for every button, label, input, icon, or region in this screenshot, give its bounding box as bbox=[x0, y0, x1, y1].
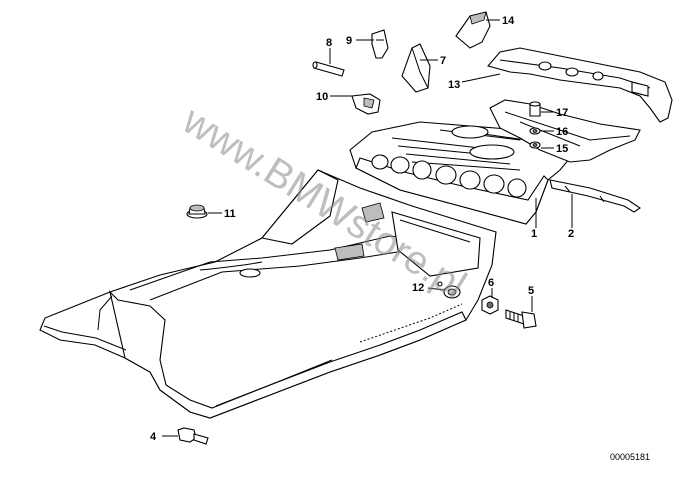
l-bracket bbox=[401, 43, 431, 93]
leader-lines bbox=[162, 19, 573, 437]
callout-2: 2 bbox=[568, 228, 574, 240]
callout-labels: 1 2 4 5 6 7 8 9 10 11 12 13 14 15 16 17 bbox=[150, 15, 574, 443]
callout-15: 15 bbox=[556, 143, 568, 155]
callout-9: 9 bbox=[346, 35, 352, 47]
callout-14: 14 bbox=[502, 15, 515, 27]
upper-trim-rail bbox=[487, 47, 673, 123]
panel-clip bbox=[443, 285, 461, 299]
mounting-rail bbox=[549, 179, 641, 213]
callout-5: 5 bbox=[528, 285, 534, 297]
retaining-pin bbox=[312, 61, 345, 77]
callout-16: 16 bbox=[556, 126, 568, 138]
floor-trim-panel bbox=[39, 169, 497, 419]
grille-panel bbox=[349, 121, 581, 225]
document-number: 00005181 bbox=[610, 452, 650, 462]
callout-7: 7 bbox=[440, 55, 446, 67]
flange-screw bbox=[177, 427, 209, 445]
callout-12: 12 bbox=[412, 282, 424, 294]
callout-10: 10 bbox=[316, 91, 328, 103]
callout-13: 13 bbox=[448, 79, 460, 91]
corner-trim-piece bbox=[455, 11, 491, 49]
hex-bolt-screw bbox=[505, 309, 537, 329]
callout-6: 6 bbox=[488, 277, 494, 289]
callout-4: 4 bbox=[150, 431, 157, 443]
callout-8: 8 bbox=[326, 37, 332, 49]
callout-1: 1 bbox=[531, 228, 537, 240]
fastener-stack bbox=[529, 101, 541, 149]
callout-17: 17 bbox=[556, 107, 568, 119]
hex-nut bbox=[481, 295, 499, 315]
grommet bbox=[186, 204, 208, 219]
spring-clip bbox=[371, 29, 389, 59]
edge-clip bbox=[351, 93, 381, 115]
callout-11: 11 bbox=[224, 208, 236, 220]
